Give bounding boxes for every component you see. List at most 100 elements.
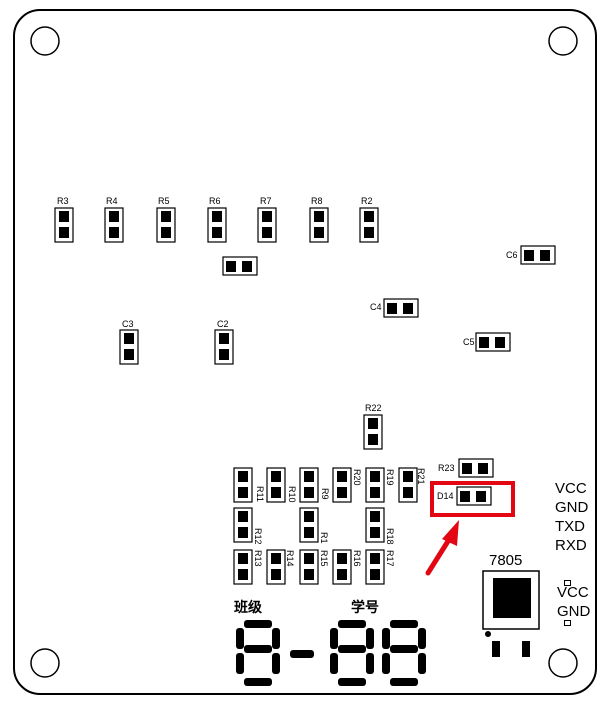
footprint-unlabeled <box>222 256 258 276</box>
student-id-label: 学号 <box>351 600 379 616</box>
footprint-d14 <box>456 486 492 506</box>
label-r23: R23 <box>438 463 455 473</box>
label-r21: R21 <box>416 468 426 485</box>
footprint-r3 <box>54 207 74 243</box>
seven-segment-display <box>236 620 426 686</box>
label-c4: C4 <box>370 302 382 312</box>
label-r8: R8 <box>311 196 323 206</box>
display-segment <box>244 620 272 628</box>
footprint-r21 <box>398 467 418 503</box>
label-r17: R17 <box>385 550 395 567</box>
label-r13: R13 <box>253 550 263 567</box>
mounting-hole-tr <box>548 26 578 56</box>
footprint-r4 <box>104 207 124 243</box>
display-segment <box>272 628 280 649</box>
footprint-r19 <box>365 467 385 503</box>
footprint-r15 <box>299 549 319 585</box>
footprint-c5 <box>475 332 511 352</box>
footprint-r8 <box>309 207 329 243</box>
pin-label-rxd: RXD <box>555 537 587 554</box>
footprint-r10 <box>266 467 286 503</box>
footprint-r9 <box>299 467 319 503</box>
display-segment <box>272 653 280 674</box>
footprint-r17 <box>365 549 385 585</box>
footprint-c2 <box>214 329 234 365</box>
class-label: 班级 <box>234 600 262 616</box>
footprint-r11 <box>233 467 253 503</box>
label-r19: R19 <box>385 469 395 486</box>
display-segment <box>330 653 338 674</box>
label-r15: R15 <box>319 550 329 567</box>
display-segment <box>366 653 374 674</box>
label-c6: C6 <box>506 250 518 260</box>
display-segment <box>418 628 426 649</box>
label-r10: R10 <box>287 486 297 503</box>
regulator-7805 <box>482 570 540 657</box>
label-r20: R20 <box>352 469 362 486</box>
power-label-gnd: GND <box>557 603 591 620</box>
pin-label-gnd: GND <box>555 499 589 516</box>
mounting-hole-bl <box>30 648 60 678</box>
display-segment <box>236 628 244 649</box>
label-c3: C3 <box>122 319 134 329</box>
display-segment <box>382 628 390 649</box>
footprint-r13 <box>233 549 253 585</box>
label-r12: R12 <box>253 528 263 545</box>
footprint-c4 <box>383 298 419 318</box>
regulator-label: 7805 <box>489 552 523 569</box>
label-r4: R4 <box>106 196 118 206</box>
footprint-r16 <box>332 549 352 585</box>
power-label-vcc: VCC <box>557 584 589 601</box>
label-r2: R2 <box>361 196 373 206</box>
display-segment <box>290 650 314 658</box>
footprint-c3 <box>119 329 139 365</box>
footprint-r20 <box>332 467 352 503</box>
board-outline <box>13 9 597 695</box>
mounting-hole-br <box>548 648 578 678</box>
label-r9: R9 <box>320 488 330 500</box>
footprint-r22 <box>363 414 383 450</box>
footprint-r2 <box>359 207 379 243</box>
label-r1: R1 <box>319 532 329 544</box>
display-segment <box>244 678 272 686</box>
display-segment <box>390 620 418 628</box>
footprint-r1 <box>299 507 319 543</box>
label-r11: R11 <box>255 486 265 502</box>
label-r6: R6 <box>209 196 221 206</box>
pin-marker-icon <box>564 580 571 586</box>
display-segment <box>338 620 366 628</box>
display-segment <box>338 645 366 653</box>
label-r5: R5 <box>158 196 170 206</box>
label-c5: C5 <box>463 337 475 347</box>
footprint-r6 <box>207 207 227 243</box>
display-segment <box>236 653 244 674</box>
display-segment <box>382 653 390 674</box>
label-r14: R14 <box>285 550 295 567</box>
footprint-r23 <box>458 458 494 478</box>
footprint-c6 <box>520 245 556 265</box>
display-segment <box>244 645 272 653</box>
label-c2: C2 <box>217 319 229 329</box>
pin-marker-icon <box>564 620 571 626</box>
display-segment <box>390 678 418 686</box>
display-segment <box>390 645 418 653</box>
display-segment <box>338 678 366 686</box>
label-r7: R7 <box>260 196 272 206</box>
display-segment <box>366 628 374 649</box>
pin-label-txd: TXD <box>555 518 585 535</box>
red-arrow-icon <box>425 520 459 576</box>
label-r22: R22 <box>365 403 382 413</box>
footprint-r5 <box>156 207 176 243</box>
display-segment <box>418 653 426 674</box>
label-r16: R16 <box>352 550 362 567</box>
d14-highlight-box <box>430 481 515 517</box>
label-d14: D14 <box>437 491 454 501</box>
label-r18: R18 <box>385 528 395 545</box>
footprint-r12 <box>233 507 253 543</box>
footprint-r7 <box>257 207 277 243</box>
mounting-hole-tl <box>30 26 60 56</box>
footprint-r18 <box>365 507 385 543</box>
label-r3: R3 <box>57 196 69 206</box>
pin-label-vcc: VCC <box>555 480 587 497</box>
